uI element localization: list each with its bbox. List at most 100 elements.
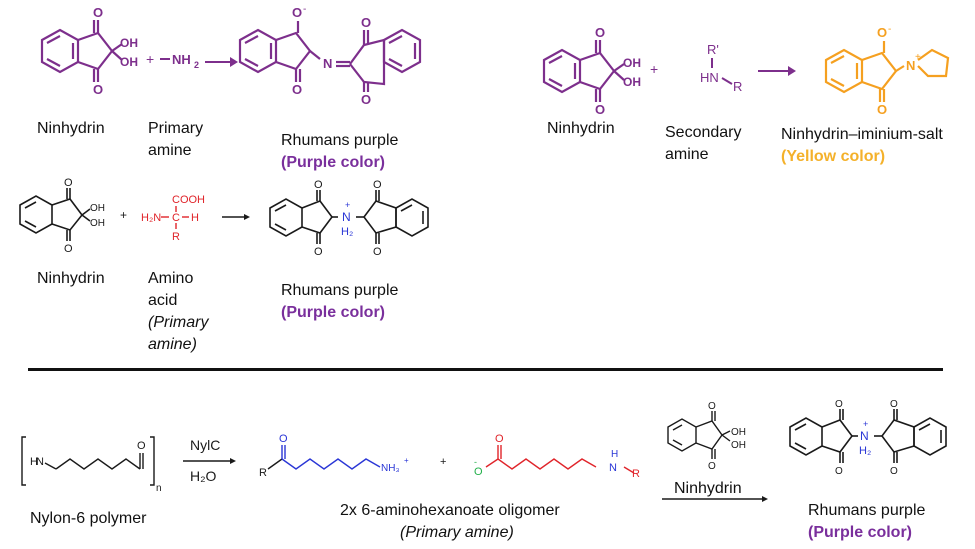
h2-group: H₂: [341, 226, 353, 238]
o-atom: O: [890, 466, 898, 477]
minus-charge: -: [474, 457, 477, 467]
reaction1-product-label: Rhumans purple: [281, 132, 399, 149]
ninhydrin-structure-1: [40, 20, 123, 82]
o-atom: O: [835, 466, 843, 477]
reaction1-reactant2-label: Primary: [148, 120, 204, 137]
oh-group: OH: [731, 427, 746, 438]
o-atom: O: [137, 440, 146, 452]
reaction4-arrow-label: Ninhydrin: [674, 480, 742, 497]
reaction2-reactant2-label: Secondary: [665, 124, 742, 141]
plus-charge: +: [404, 456, 409, 465]
oh-group: OH: [731, 440, 746, 451]
oh-group: OH: [90, 218, 105, 229]
subscript-2: 2: [194, 60, 199, 70]
o-atom: O: [495, 433, 504, 445]
plus-sign: +: [440, 456, 446, 468]
nh-group: H: [30, 456, 38, 468]
reaction2-scheme: O O OH OH + R' HN R O - O N +: [542, 24, 950, 117]
reaction1-reactant1-label: Ninhydrin: [37, 120, 105, 137]
rhumans-purple-structure-3: [269, 190, 429, 244]
o-atom: O: [292, 82, 302, 97]
reaction-arrow-5: [662, 496, 768, 502]
minus-charge: -: [303, 4, 306, 15]
reagent-water: H₂O: [190, 468, 217, 484]
reaction3-reactant2-label-2: acid: [148, 292, 178, 309]
minus-charge: -: [888, 24, 891, 35]
n-atom: N: [36, 456, 44, 468]
reaction3-product-label: Rhumans purple: [281, 282, 399, 299]
o-minus-atom: O: [292, 5, 302, 20]
r-group: R: [733, 79, 742, 94]
subscript-n: n: [156, 483, 162, 494]
ninhydrin-structure-3: [19, 188, 91, 241]
reaction3-note-2: amine): [148, 336, 197, 353]
o-atom: O: [708, 461, 716, 472]
r-group: R: [632, 468, 640, 480]
oh-group: OH: [623, 56, 641, 70]
reaction1-color-label: (Purple color): [281, 154, 386, 171]
reaction4-color-label: (Purple color): [808, 524, 913, 541]
oligomer-1-structure: [267, 445, 381, 470]
h-atom: H: [191, 212, 199, 224]
section-divider: [28, 368, 943, 371]
plus-charge: +: [915, 52, 921, 63]
n-atom: N: [609, 462, 617, 474]
h2-group: H₂: [859, 445, 871, 457]
plus-charge: +: [863, 419, 868, 429]
reaction3-note: (Primary: [148, 314, 209, 331]
o-atom: O: [708, 401, 716, 412]
o-atom: O: [373, 246, 382, 258]
oh-group: OH: [90, 203, 105, 214]
reaction-arrow-2: [758, 66, 796, 76]
reaction-arrow-3: [222, 214, 250, 220]
n-atom: N: [860, 429, 869, 443]
reaction-arrow-1: [205, 57, 238, 67]
reaction2-reactant2-label-2: amine: [665, 146, 709, 163]
o-atom: O: [890, 399, 898, 410]
reaction2-color-label: (Yellow color): [781, 148, 886, 165]
ninhydrin-structure-4: [667, 411, 731, 459]
reaction2-product-label: Ninhydrin–iminium-salt: [781, 126, 943, 143]
plus-sign: +: [650, 61, 658, 77]
nylon-6-structure: [21, 436, 155, 486]
cooh-group: COOH: [172, 194, 205, 206]
o-atom: O: [595, 102, 605, 117]
reaction3-color-label: (Purple color): [281, 304, 386, 321]
reaction3-scheme: O O OH OH + COOH H₂N C H R O O N + H₂ O …: [19, 177, 429, 258]
h-atom: H: [611, 449, 618, 460]
rhumans-purple-structure-1: [238, 21, 422, 92]
o-atom: O: [64, 177, 73, 189]
plus-sign: +: [120, 208, 127, 222]
reaction4-oligomer-note: (Primary amine): [400, 524, 514, 541]
ninhydrin-structure-2: [542, 40, 625, 102]
o-atom: O: [595, 25, 605, 40]
nh2-group: NH: [172, 52, 191, 67]
r-group: R: [259, 467, 267, 479]
n-atom: N: [342, 210, 351, 224]
nh3-group: NH₃: [381, 463, 400, 474]
h2n-group: H₂N: [141, 212, 161, 224]
r-prime-group: R': [707, 42, 719, 57]
o-atom: O: [835, 399, 843, 410]
o-atom: O: [64, 243, 73, 255]
o-minus-atom: O: [877, 25, 887, 40]
n-atom: N: [323, 56, 332, 71]
o-atom: O: [373, 179, 382, 191]
reaction4-polymer-label: Nylon-6 polymer: [30, 510, 147, 527]
o-atom: O: [361, 92, 371, 107]
reagent-nylc: NylC: [190, 437, 220, 453]
o-minus-atom: O: [474, 466, 483, 478]
reaction1-scheme: O O OH OH + NH 2 O - O N O O: [40, 4, 422, 107]
reaction-arrow-4: [183, 458, 236, 464]
o-atom: O: [279, 433, 288, 445]
reaction4-scheme: H N O n NylC H₂O R O NH₃ + + O - O H N R…: [21, 399, 947, 502]
o-atom: O: [93, 5, 103, 20]
oh-group: OH: [623, 75, 641, 89]
iminium-salt-structure: [824, 41, 950, 102]
o-atom: O: [93, 82, 103, 97]
oh-group: OH: [120, 55, 138, 69]
rhumans-purple-structure-4: [789, 409, 947, 463]
reaction3-reactant1-label: Ninhydrin: [37, 270, 105, 287]
oligomer-2-structure: [485, 445, 635, 474]
reaction1-reactant2-label-2: amine: [148, 142, 192, 159]
